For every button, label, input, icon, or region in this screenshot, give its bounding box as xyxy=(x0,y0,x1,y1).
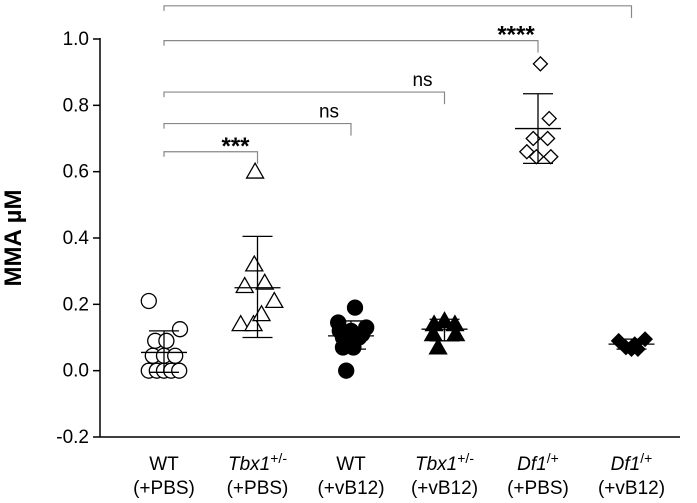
data-point xyxy=(231,314,251,332)
category-sublabel: (+vB12) xyxy=(317,478,384,499)
significance-bracket xyxy=(163,151,259,164)
category-sublabel: (+vB12) xyxy=(598,478,665,499)
data-point xyxy=(532,55,549,72)
y-tick-label: -0.2 xyxy=(56,427,89,448)
y-tick-label: 0.8 xyxy=(63,95,89,116)
category-sublabel: (+PBS) xyxy=(133,478,195,499)
significance-bracket xyxy=(163,5,633,18)
significance-brackets: *** ns ns **** ns xyxy=(163,0,633,164)
data-point xyxy=(255,272,275,290)
y-tick-label: 0.4 xyxy=(63,228,90,249)
category-label: Tbx1+/- xyxy=(228,450,287,475)
significance-label: ns xyxy=(412,70,432,91)
significance-bracket xyxy=(163,91,446,105)
data-point xyxy=(171,362,188,379)
mean-sd-bars xyxy=(141,93,655,373)
data-point xyxy=(140,292,157,310)
data-point xyxy=(539,130,556,147)
y-tick-label: 1.0 xyxy=(63,29,89,50)
significance-bracket xyxy=(163,122,352,136)
data-point xyxy=(245,161,265,179)
data-point xyxy=(167,347,184,364)
category-labels: WT (+PBS) Tbx1+/- (+PBS) WT (+vB12) Tbx1+/- (+v… xyxy=(133,450,665,499)
data-point xyxy=(264,291,284,309)
significance-bracket xyxy=(163,40,539,53)
category-label: WT xyxy=(336,454,366,475)
category-sublabel: (+vB12) xyxy=(411,478,478,499)
data-point xyxy=(158,332,175,349)
y-tick-label: 0.2 xyxy=(63,294,89,315)
significance-label: ns xyxy=(319,102,339,123)
data-point xyxy=(428,337,448,355)
data-point xyxy=(346,299,364,316)
data-points xyxy=(140,55,654,379)
y-axis-label: MMA µM xyxy=(0,190,27,287)
category-sublabel: (+PBS) xyxy=(227,478,289,499)
data-point xyxy=(244,254,264,272)
data-point xyxy=(542,148,559,165)
category-label: Df1/+ xyxy=(611,450,653,475)
data-point xyxy=(541,110,558,127)
significance-label: **** xyxy=(497,22,535,49)
category-label: WT xyxy=(149,454,179,475)
category-label: Df1/+ xyxy=(517,450,559,475)
significance-label: *** xyxy=(221,133,250,160)
y-tick-label: 0.0 xyxy=(63,361,89,382)
data-point xyxy=(171,321,189,338)
data-point xyxy=(345,339,362,356)
data-point xyxy=(338,362,355,379)
category-label: Tbx1+/- xyxy=(415,450,474,475)
data-point xyxy=(235,276,255,294)
category-sublabel: (+PBS) xyxy=(507,478,569,499)
significance-label: ns xyxy=(599,0,619,5)
y-tick-label: 0.6 xyxy=(63,162,89,183)
